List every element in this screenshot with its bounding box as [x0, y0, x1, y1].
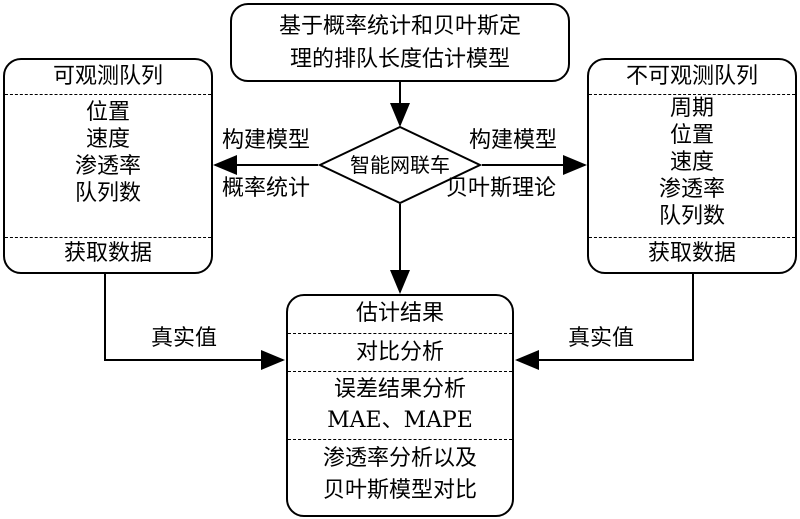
unobservable-queue-box: 不可观测队列 周期 位置 速度 渗透率 队列数 获取数据 — [587, 58, 797, 274]
top-box-line2: 理的排队长度估计模型 — [289, 47, 510, 72]
right-box-divider-top — [589, 94, 795, 95]
left-box-item: 渗透率 — [74, 154, 141, 179]
bottom-box-divider-3 — [288, 439, 512, 440]
bayes-comparison-label: 贝叶斯模型对比 — [322, 478, 477, 503]
penetration-analysis-label: 渗透率分析以及 — [322, 446, 477, 471]
left-box-divider-bottom — [5, 237, 211, 238]
right-arrow-top-label: 构建模型 — [469, 128, 558, 153]
left-box-footer: 获取数据 — [63, 241, 152, 266]
right-box-item: 速度 — [669, 150, 714, 175]
right-box-footer: 获取数据 — [647, 241, 736, 266]
arrow-right-box-to-bottom-box — [515, 274, 694, 370]
top-model-box: 基于概率统计和贝叶斯定 理的排队长度估计模型 — [230, 3, 570, 82]
right-box-divider-bottom — [589, 237, 795, 238]
observable-queue-box: 可观测队列 位置 速度 渗透率 队列数 获取数据 — [3, 58, 213, 274]
left-arrow-bottom-label: 概率统计 — [222, 176, 311, 201]
right-box-item: 位置 — [669, 123, 714, 148]
left-box-item: 队列数 — [74, 181, 141, 206]
left-box-title: 可观测队列 — [52, 64, 163, 89]
right-box-item: 渗透率 — [658, 177, 725, 202]
left-box-divider-top — [5, 94, 211, 95]
comparison-label: 对比分析 — [355, 340, 444, 365]
error-metrics-label: MAE、MAPE — [327, 408, 473, 433]
error-analysis-label: 误差结果分析 — [333, 377, 466, 402]
right-box-title: 不可观测队列 — [625, 64, 758, 89]
true-value-right-label: 真实值 — [568, 326, 635, 351]
diamond-label: 智能网联车 — [350, 153, 450, 177]
left-box-item: 位置 — [85, 100, 130, 125]
left-box-item: 速度 — [85, 127, 130, 152]
true-value-left-label: 真实值 — [151, 326, 218, 351]
result-analysis-box: 估计结果 对比分析 误差结果分析 MAE、MAPE 渗透率分析以及 贝叶斯模型对… — [286, 294, 514, 517]
right-box-item: 队列数 — [658, 204, 725, 229]
bottom-box-divider-2 — [288, 371, 512, 372]
diamond-shape — [317, 125, 483, 205]
estimate-result-label: 估计结果 — [355, 301, 444, 326]
arrow-left-box-to-bottom-box — [104, 274, 285, 370]
left-arrow-top-label: 构建模型 — [222, 128, 311, 153]
bottom-box-divider-1 — [288, 333, 512, 334]
right-box-item: 周期 — [669, 96, 714, 121]
top-box-line1: 基于概率统计和贝叶斯定 — [278, 14, 521, 39]
right-arrow-bottom-label: 贝叶斯理论 — [446, 176, 557, 201]
